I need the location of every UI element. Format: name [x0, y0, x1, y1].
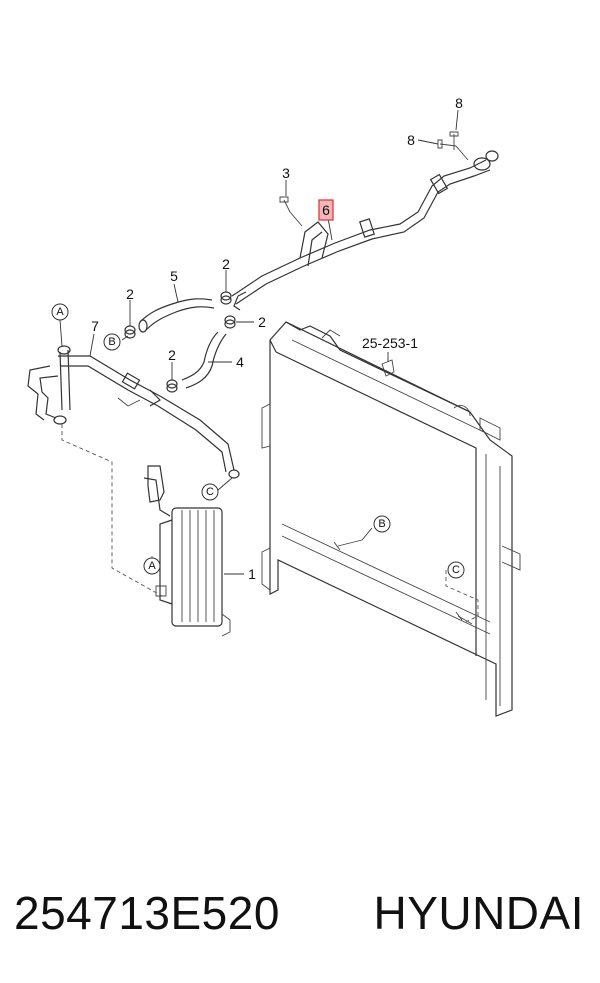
- leader-b-radiator: [361, 527, 373, 541]
- callout-7: 7: [91, 318, 99, 334]
- clamp-2-c: [224, 315, 236, 329]
- dashed-line-a: [61, 424, 163, 597]
- oil-cooler-pipe-assembly: [231, 150, 499, 311]
- callout-8-lower: 8: [407, 132, 415, 148]
- bolt-3: [279, 196, 303, 227]
- clamp-2-a: [124, 325, 136, 339]
- callout-2b: 2: [222, 256, 230, 272]
- connector-a-bottom: A: [143, 557, 161, 575]
- callout-1: 1: [248, 566, 256, 582]
- callout-3: 3: [282, 165, 290, 181]
- callout-2c: 2: [258, 314, 266, 330]
- callout-5: 5: [170, 268, 178, 284]
- leader-6: [327, 217, 333, 241]
- svg-text:A: A: [56, 306, 64, 318]
- leader-b-hose: [121, 335, 129, 341]
- connector-b-hose: B: [103, 333, 121, 351]
- hose-4: [181, 331, 227, 389]
- leader-c-pipe: [217, 477, 233, 491]
- callout-4: 4: [236, 354, 244, 370]
- connector-c-radiator: C: [447, 561, 465, 579]
- leader-7: [89, 333, 95, 357]
- connector-a-top: A: [51, 303, 69, 321]
- part-number: 254713E520: [14, 887, 280, 939]
- hose-5: [138, 298, 215, 333]
- callout-8-upper: 8: [455, 95, 463, 111]
- svg-text:B: B: [108, 336, 115, 348]
- leader-a-top: [59, 319, 63, 347]
- svg-text:C: C: [452, 564, 460, 576]
- radiator: [261, 321, 521, 717]
- connector-b-radiator: B: [373, 515, 391, 533]
- highlight-box-6: [318, 199, 334, 221]
- leader-8-upper: [455, 109, 459, 131]
- brand-name: HYUNDAI: [373, 887, 584, 939]
- clamp-2-d: [166, 379, 178, 393]
- callout-2d: 2: [168, 347, 176, 363]
- oil-cooler-1: [143, 465, 231, 637]
- bolt-8-upper: [449, 131, 469, 161]
- leader-5: [173, 283, 179, 303]
- clamp-2-b: [220, 291, 232, 305]
- bolt-8-lower: [437, 139, 457, 149]
- svg-text:C: C: [206, 486, 214, 498]
- dashed-line-c: [445, 570, 479, 623]
- cooler-pipe-7: [27, 345, 240, 479]
- connector-c-pipe: C: [201, 483, 219, 501]
- callout-6: 6: [322, 202, 330, 218]
- leader-8-lower: [417, 139, 439, 145]
- svg-text:B: B: [378, 518, 385, 530]
- svg-text:A: A: [148, 560, 156, 572]
- parts-diagram: 6 1 2 2 2 2 3 4 5 7 8 8 25-253-1 A B C A…: [27, 95, 521, 717]
- footer-caption: 254713E520 HYUNDAI: [0, 868, 600, 958]
- reference-label: 25-253-1: [362, 335, 418, 351]
- callout-2a: 2: [126, 286, 134, 302]
